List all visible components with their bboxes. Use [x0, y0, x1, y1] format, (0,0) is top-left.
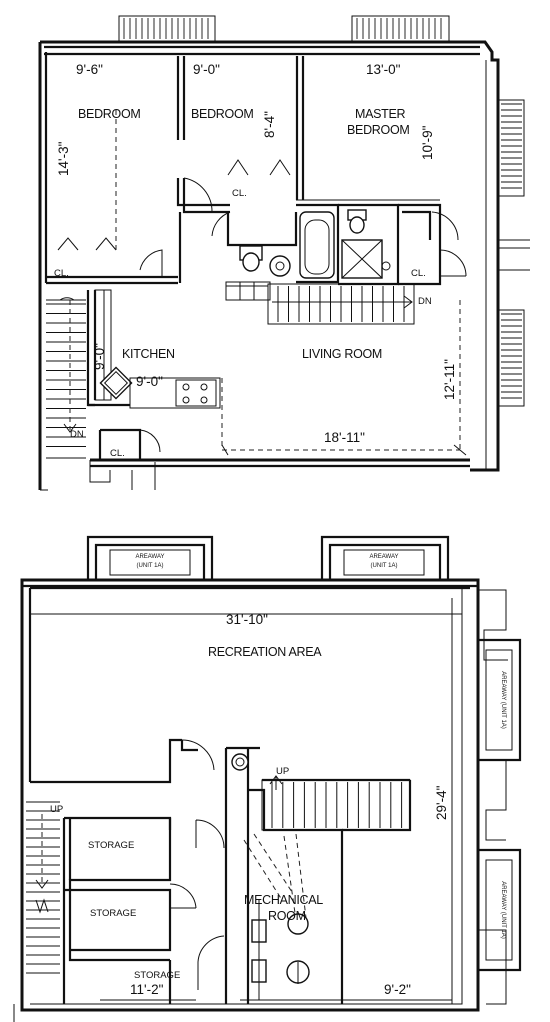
- room-kitchen: KITCHEN: [122, 347, 175, 361]
- areaway-right-upper: AREAWAY (UNIT 1A): [478, 638, 522, 762]
- areaway-top-left: AREAWAY (UNIT 1A): [86, 535, 214, 580]
- upper-stair-right: [267, 283, 415, 325]
- areaway-top-right: AREAWAY (UNIT 1A): [320, 535, 450, 580]
- lower-dimension-lines: [30, 598, 462, 1004]
- lower-right-jogs: [478, 589, 508, 1005]
- dim-bedroom-left-depth: 14'-3": [56, 141, 71, 176]
- closet-label-bottom: CL.: [110, 448, 125, 459]
- kitchen-counters: [94, 289, 221, 409]
- dim-living-width: 18'-11": [324, 430, 365, 445]
- stair-label-dn-right: DN: [418, 296, 432, 307]
- areaway-right-upper-label: AREAWAY (UNIT 1A): [500, 671, 506, 729]
- closet-label-right: CL.: [411, 268, 426, 279]
- top-window-left: [118, 15, 216, 42]
- closet-label-middle: CL.: [232, 188, 247, 199]
- lower-floor-plan: AREAWAY (UNIT 1A) AREAWAY (UNIT 1A): [13, 535, 522, 1022]
- stair-label-up-middle: UP: [276, 766, 289, 777]
- dim-master-width: 13'-0": [366, 62, 401, 77]
- upper-exterior-walls: [38, 40, 500, 491]
- upper-dimension-lines: [115, 110, 467, 456]
- room-master-line2: BEDROOM: [347, 123, 410, 137]
- dim-kitchen-width: 9'-0": [136, 374, 163, 389]
- areaway-top-left-line1: AREAWAY: [135, 554, 164, 560]
- mechanical-equipment: [231, 753, 310, 1000]
- lower-exterior-walls: [13, 578, 480, 1022]
- dim-mechanical-width: 9'-2": [384, 982, 411, 997]
- upper-closet-doors: [57, 159, 291, 251]
- room-bedroom-middle: BEDROOM: [191, 107, 254, 121]
- dim-bedroom-middle-depth: 8'-4": [262, 111, 277, 138]
- room-living: LIVING ROOM: [302, 347, 382, 361]
- lower-doors: [169, 739, 225, 990]
- upper-stair-left: [46, 299, 86, 459]
- room-storage-2: STORAGE: [90, 908, 136, 919]
- stair-label-dn-left: DN: [70, 429, 84, 440]
- room-recreation: RECREATION AREA: [208, 645, 322, 659]
- areaway-right-lower: AREAWAY (UNIT 1A): [478, 848, 522, 972]
- stair-label-up-left: UP: [50, 804, 63, 815]
- dim-living-depth: 12'-11": [442, 359, 457, 400]
- top-window-right: [351, 15, 450, 42]
- dim-bedroom-middle-width: 9'-0": [193, 62, 220, 77]
- dim-overall-width: 31'-10": [226, 612, 268, 627]
- lower-stair-middle: [261, 775, 411, 831]
- dim-overall-depth: 29'-4": [434, 785, 449, 820]
- room-bedroom-left: BEDROOM: [78, 107, 141, 121]
- bathroom-fixtures: [225, 209, 391, 301]
- lower-stair-left: [26, 801, 60, 974]
- dim-kitchen-depth: 9'-0": [92, 343, 107, 370]
- upper-doors: [59, 177, 467, 453]
- areaway-top-right-line1: AREAWAY: [369, 554, 398, 560]
- areaway-top-right-line2: (UNIT 1A): [371, 563, 398, 569]
- room-master-line1: MASTER: [355, 107, 406, 121]
- upper-floor-plan: 9'-6" 9'-0" 13'-0" BEDROOM BEDROOM MASTE…: [38, 15, 530, 491]
- room-storage-3: STORAGE: [134, 970, 180, 981]
- dim-bedroom-left-width: 9'-6": [76, 62, 103, 77]
- right-window-upper: [498, 99, 525, 197]
- areaway-top-left-line2: (UNIT 1A): [137, 563, 164, 569]
- closet-label-left: CL.: [54, 268, 69, 279]
- room-storage-1: STORAGE: [88, 840, 134, 851]
- right-window-lower: [498, 309, 525, 407]
- dim-storage-width: 11'-2": [130, 982, 164, 997]
- areaway-right-lower-label: AREAWAY (UNIT 1A): [500, 881, 506, 939]
- room-mechanical-line1: MECHANICAL: [244, 893, 323, 907]
- room-mechanical-line2: ROOM: [268, 909, 306, 923]
- dim-master-depth: 10'-9": [420, 125, 435, 160]
